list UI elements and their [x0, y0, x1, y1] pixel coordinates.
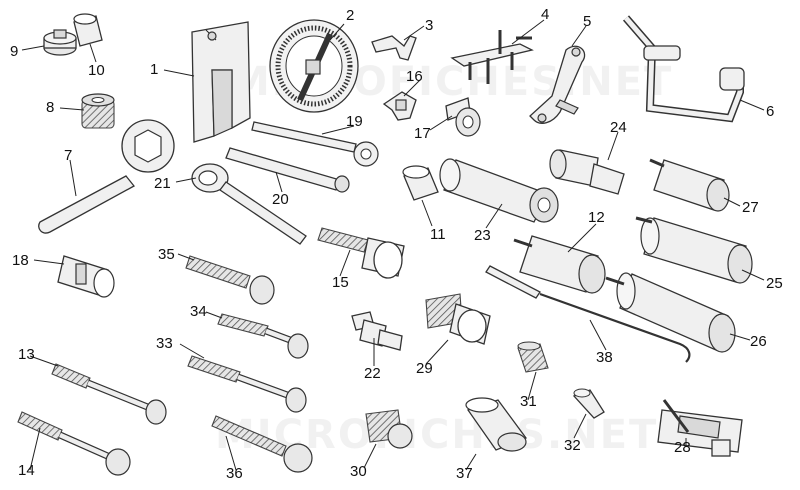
part-11-bush	[402, 165, 439, 201]
part-12-cylinder	[513, 235, 606, 294]
part-30-knurled-nut	[365, 409, 413, 449]
part-26-long-cylinder	[605, 272, 736, 353]
callout-19: 19	[346, 113, 363, 130]
part-1-fork-holder	[191, 21, 251, 143]
callout-11: 11	[430, 226, 446, 243]
part-19-flat-bar	[251, 121, 379, 167]
part-24-puller	[549, 149, 625, 195]
part-32-drift	[572, 388, 605, 419]
part-23-large-cylinder	[439, 158, 559, 223]
callout-15: 15	[332, 274, 349, 291]
part-13-long-bolt	[51, 363, 167, 425]
part-5-curved-holder	[529, 45, 586, 124]
callout-28: 28	[674, 439, 691, 456]
callout-13: 13	[18, 346, 35, 363]
callout-14: 14	[18, 462, 35, 479]
part-27-cylinder	[649, 158, 730, 212]
part-34-bolt	[217, 313, 309, 359]
callout-21: 21	[154, 175, 171, 192]
callout-30: 30	[350, 463, 367, 480]
callout-31: 31	[520, 393, 537, 410]
callout-34: 34	[190, 303, 207, 320]
part-4-pin-tool	[450, 30, 534, 84]
part-17-adaptor	[445, 97, 481, 137]
callout-3: 3	[425, 17, 433, 34]
callout-24: 24	[610, 119, 627, 136]
callout-20: 20	[272, 191, 289, 208]
callout-37: 37	[456, 465, 473, 482]
part-25-long-cylinder	[635, 216, 753, 284]
part-29-threaded-cup	[425, 293, 491, 345]
part-14-long-bolt	[17, 411, 131, 476]
part-15-threaded-cup	[317, 227, 405, 279]
callout-32: 32	[564, 437, 581, 454]
callout-8: 8	[46, 99, 54, 116]
part-21-ring-spanner	[191, 163, 307, 245]
part-31-threaded-pin	[517, 341, 549, 373]
callout-36: 36	[226, 465, 243, 482]
callout-23: 23	[474, 227, 491, 244]
part-22-stepped-pin	[351, 311, 403, 351]
part-35-bolt	[185, 255, 275, 305]
part-36-bolt	[211, 415, 313, 473]
callout-numbers: 1 2 3 4 5 6 7 8 9 10 11 12 13 14 15 16 1…	[10, 6, 783, 482]
part-18-socket	[57, 255, 115, 298]
callout-12: 12	[588, 209, 605, 226]
callout-2: 2	[346, 7, 354, 24]
part-38-long-rod	[485, 265, 691, 363]
callout-27: 27	[742, 199, 759, 216]
callout-9: 9	[10, 43, 18, 60]
part-28-clamp-block	[657, 399, 743, 457]
part-16-clamp	[382, 91, 417, 121]
leader-lines	[21, 19, 765, 471]
callout-29: 29	[416, 360, 433, 377]
callout-38: 38	[596, 349, 613, 366]
part-2-degree-wheel	[269, 19, 359, 113]
callout-10: 10	[88, 62, 105, 79]
callout-1: 1	[150, 61, 158, 78]
part-33-bolt	[187, 355, 307, 413]
callout-5: 5	[583, 13, 591, 30]
part-9-cap	[43, 29, 77, 56]
callout-4: 4	[541, 6, 549, 23]
callout-7: 7	[64, 147, 72, 164]
part-20-flat-bar	[225, 147, 350, 193]
part-6-frame-tool	[622, 15, 745, 123]
part-8-knurled-nut	[81, 93, 115, 129]
callout-18: 18	[12, 252, 29, 269]
callout-33: 33	[156, 335, 173, 352]
callout-35: 35	[158, 246, 175, 263]
part-3-bracket	[371, 35, 417, 61]
callout-26: 26	[750, 333, 767, 350]
part-7-pin-wrench	[38, 119, 175, 234]
callout-22: 22	[364, 365, 381, 382]
callout-17: 17	[414, 125, 431, 142]
part-10-sleeve	[73, 13, 103, 47]
callout-6: 6	[766, 103, 774, 120]
callout-16: 16	[406, 68, 423, 85]
part-37-sleeve	[465, 397, 528, 452]
callout-25: 25	[766, 275, 783, 292]
